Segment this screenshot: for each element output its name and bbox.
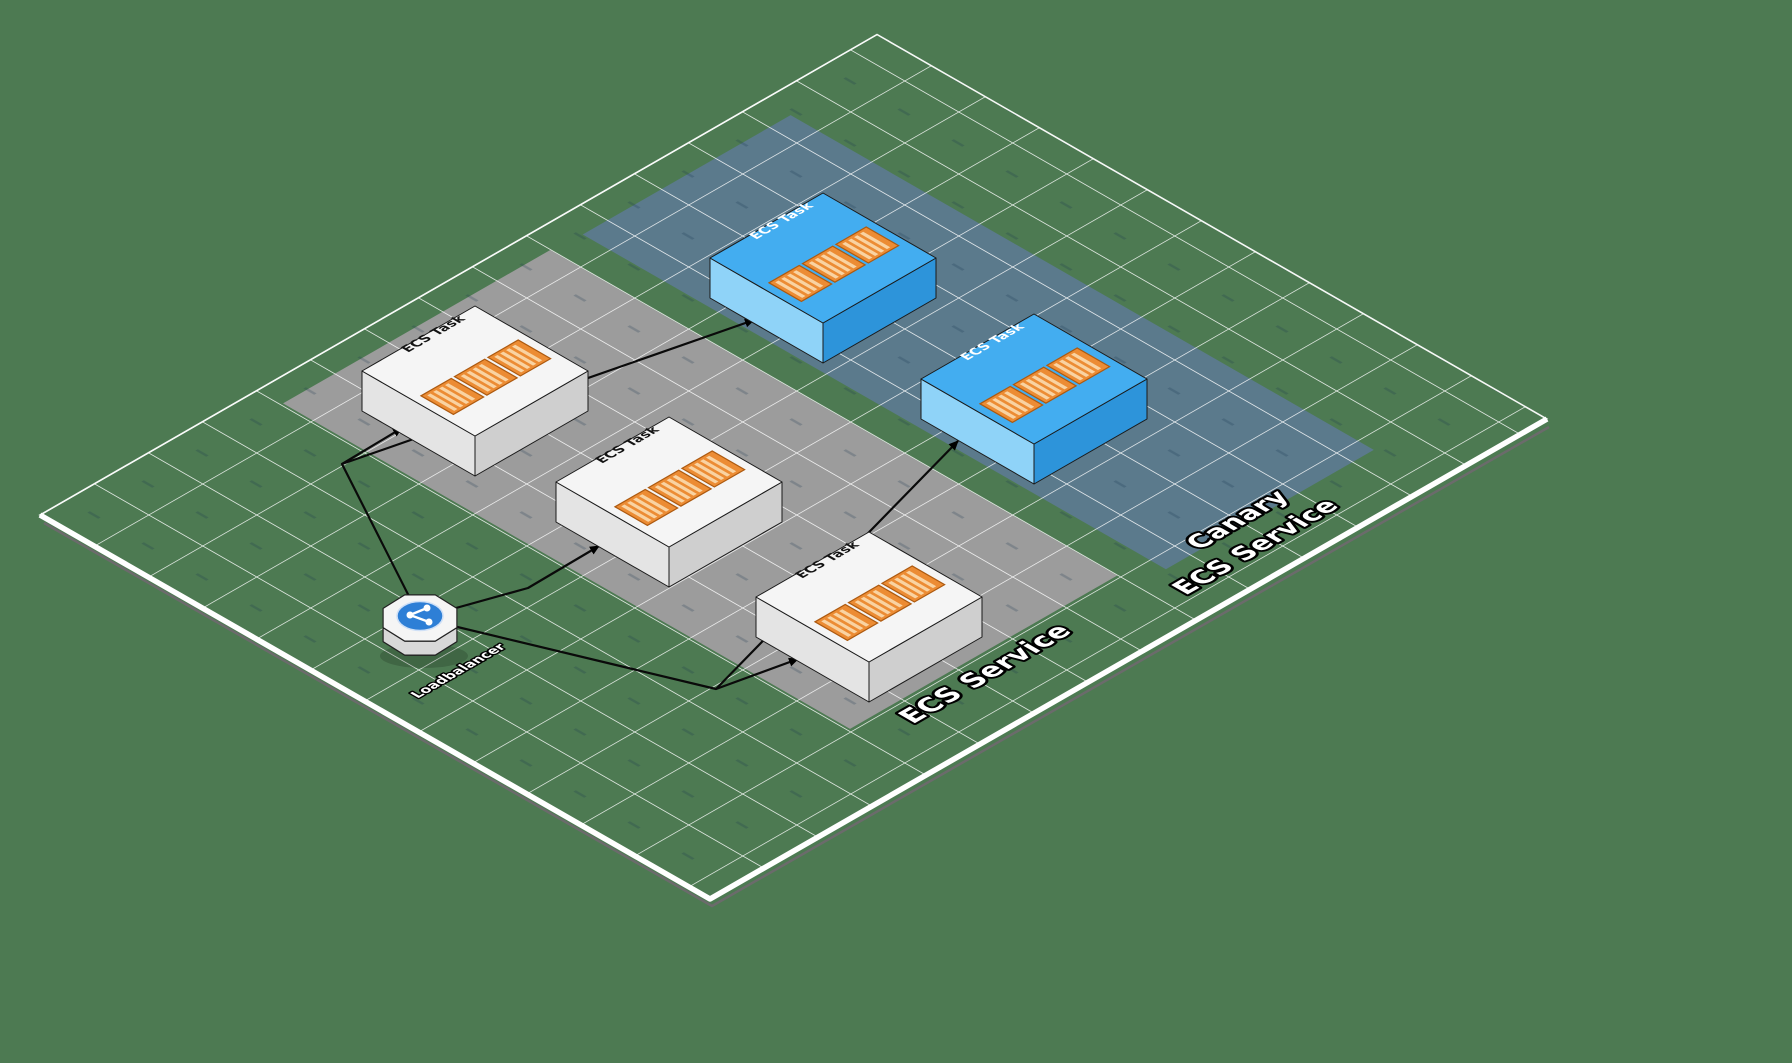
platform-edge-shadow	[43, 425, 1550, 908]
share-nodes-icon	[406, 604, 433, 626]
loadbalancer-disc	[396, 600, 444, 632]
node-loadbalancer	[380, 594, 468, 668]
grid-lines	[40, 34, 1547, 900]
node-ecs-task-1: ECS Task	[361, 305, 589, 477]
node-canary-ecs-task-2: ECS Task	[920, 313, 1148, 485]
platform-edge-front	[38, 416, 1549, 902]
node-canary-ecs-task-1: ECS Task	[709, 192, 937, 364]
node-ecs-task-2: ECS Task	[555, 416, 783, 588]
node-ecs-task-3: ECS Task	[755, 531, 983, 703]
